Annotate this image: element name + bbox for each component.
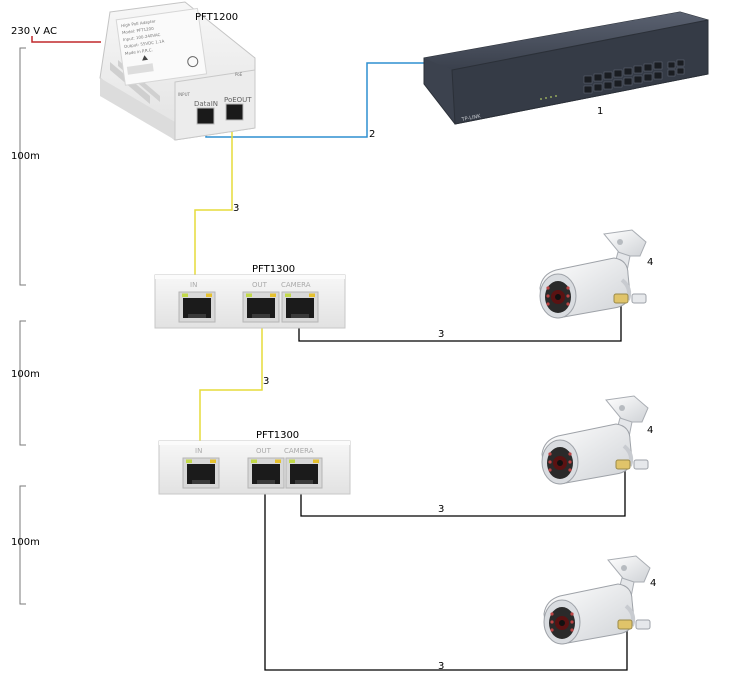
cable-label-switch-link: 2	[369, 129, 375, 140]
poe-cable-1	[194, 124, 233, 282]
ext1-port-camera	[281, 291, 319, 323]
poe-extender-2: IN OUT CAMERA	[158, 440, 351, 495]
distance-bracket-2: 100m	[11, 320, 40, 446]
camera-2	[540, 394, 650, 486]
injector-port-datain	[196, 107, 215, 125]
injector-tag-left: INPUT	[178, 92, 191, 97]
ext1-port-label-camera: CAMERA	[281, 281, 311, 289]
switch-ports	[583, 59, 685, 94]
recycle-icon	[187, 56, 199, 68]
extender-2-name: PFT1300	[256, 430, 299, 441]
ext1-port-label-out: OUT	[252, 281, 268, 289]
switch-leds	[540, 95, 557, 100]
sticker-model: Model: PFT1200	[122, 26, 155, 35]
ext2-port-label-in: IN	[195, 447, 202, 455]
poe-cable-2	[199, 328, 263, 448]
ext2-port-label-camera: CAMERA	[284, 447, 314, 455]
ext2-port-label-out: OUT	[256, 447, 272, 455]
distance-label-1: 100m	[11, 151, 40, 162]
injector-port-label-datain: DataIN	[194, 100, 218, 108]
ext1-port-in	[178, 291, 216, 323]
sticker-title: High PoE Adapter	[121, 18, 157, 28]
poe-extender-1: IN OUT CAMERA	[154, 274, 346, 329]
injector-port-poeout	[225, 103, 244, 121]
sticker-line-2: Output: 55VDC 1.1A	[124, 38, 165, 49]
network-switch: TP-LINK	[423, 11, 709, 125]
injector-sticker: High PoE Adapter Model: PFT1200 Input: 1…	[115, 7, 208, 86]
sticker-line-1: Input: 100-240VAC	[123, 32, 161, 42]
ext1-port-label-in: IN	[190, 281, 197, 289]
ext1-port-out	[242, 291, 280, 323]
ext2-port-in	[182, 457, 220, 489]
ext2-port-out	[247, 457, 285, 489]
camera-3	[542, 554, 652, 646]
camera-3-label: 4	[650, 578, 656, 589]
cable-label-ext1-camera1: 3	[438, 329, 444, 340]
warning-icon	[142, 55, 149, 61]
power-label: 230 V AC	[11, 26, 57, 37]
camera-cable-1	[298, 300, 622, 342]
distance-label-2: 100m	[11, 369, 40, 380]
sticker-line-3: Made in P.R.C.	[125, 47, 154, 56]
injector-tag-right: PoE	[235, 72, 243, 77]
cable-label-ext2-camera2: 3	[438, 504, 444, 515]
cable-label-ext2-camera3: 3	[438, 661, 444, 672]
distance-bracket-3: 100m	[11, 485, 40, 605]
distance-bracket-1: 100m	[11, 47, 40, 286]
ext2-port-camera	[285, 457, 323, 489]
cable-label-injector-ext1: 3	[233, 203, 239, 214]
poe-injector: High PoE Adapter Model: PFT1200 Input: 1…	[99, 1, 256, 141]
camera-1-label: 4	[647, 257, 653, 268]
switch-brand: TP-LINK	[460, 113, 482, 123]
power-cable	[31, 36, 101, 43]
injector-name: PFT1200	[195, 12, 238, 23]
injector-port-label-poeout: PoEOUT	[224, 96, 252, 104]
camera-cable-2	[300, 466, 626, 517]
switch-number-label: 1	[597, 106, 603, 117]
camera-1	[538, 228, 648, 320]
ce-mark-icon	[126, 63, 154, 75]
camera-cable-3	[264, 491, 628, 671]
camera-2-label: 4	[647, 425, 653, 436]
distance-label-3: 100m	[11, 537, 40, 548]
extender-1-name: PFT1300	[252, 264, 295, 275]
cable-label-ext1-ext2: 3	[263, 376, 269, 387]
